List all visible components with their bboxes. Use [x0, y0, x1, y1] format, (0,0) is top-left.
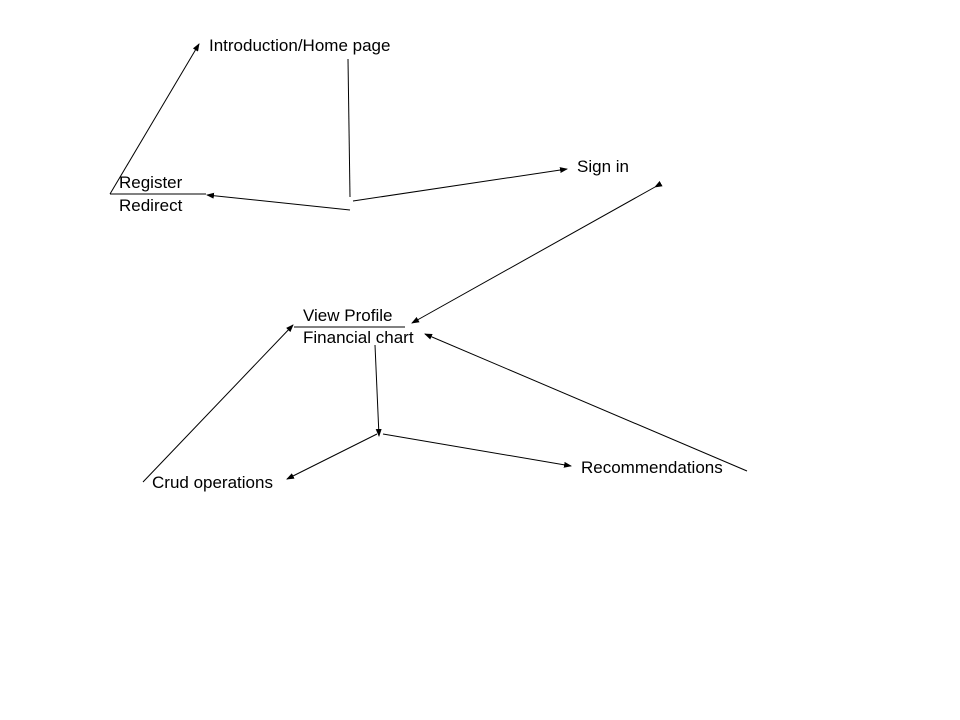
arrow-junction-to-recommendations	[382, 433, 572, 468]
arrow-financial-to-junction	[374, 344, 382, 437]
arrow-junction-to-signin	[352, 167, 568, 202]
connector-intro-to-junction	[347, 58, 351, 198]
arrow-junction-to-register	[206, 192, 351, 211]
arrow-junction-to-crud	[286, 433, 378, 480]
arrow-crud-to-viewprofile	[142, 324, 294, 483]
node-view-profile: View Profile	[303, 306, 393, 325]
node-sign-in: Sign in	[577, 157, 629, 176]
node-intro-home-page: Introduction/Home page	[209, 36, 391, 55]
node-recommendations: Recommendations	[581, 458, 723, 477]
node-redirect: Redirect	[119, 196, 183, 215]
node-register: Register	[119, 173, 183, 192]
arrow-recommendations-to-financial	[424, 333, 748, 472]
arrow-signin-to-viewprofile	[411, 180, 663, 324]
node-crud-operations: Crud operations	[152, 473, 273, 492]
node-financial-chart: Financial chart	[303, 328, 414, 347]
arrow-register-to-intro	[109, 43, 200, 195]
